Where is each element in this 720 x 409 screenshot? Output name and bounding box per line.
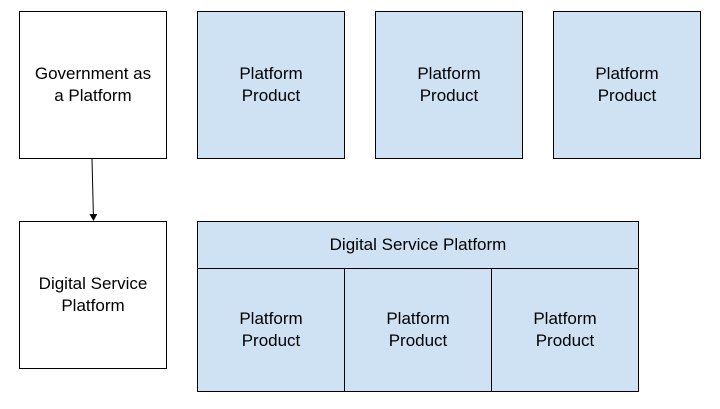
- top-platform-product-label-3: Platform Product: [595, 64, 659, 105]
- digital-service-platform-header: Digital Service Platform: [197, 221, 639, 269]
- digital-service-platform-label: Digital Service Platform: [38, 274, 148, 315]
- top-platform-product-box-2: Platform Product: [375, 11, 523, 159]
- government-as-a-platform-box: Government as a Platform: [19, 11, 167, 159]
- digital-service-platform-box: Digital Service Platform: [19, 221, 167, 369]
- bottom-platform-product-label-1: Platform Product: [239, 309, 303, 350]
- connector-line: [89, 158, 98, 221]
- top-platform-product-label-2: Platform Product: [417, 64, 481, 105]
- top-platform-product-box-3: Platform Product: [553, 11, 701, 159]
- digital-service-platform-container: Digital Service Platform Platform Produc…: [197, 221, 639, 392]
- digital-service-platform-header-label: Digital Service Platform: [329, 235, 507, 254]
- bottom-platform-product-label-3: Platform Product: [533, 309, 597, 350]
- bottom-platform-product-box-3: Platform Product: [491, 268, 639, 392]
- bottom-platform-product-box-1: Platform Product: [197, 268, 345, 392]
- top-platform-product-box-1: Platform Product: [197, 11, 345, 159]
- government-as-a-platform-label: Government as a Platform: [34, 64, 152, 105]
- bottom-platform-product-label-2: Platform Product: [386, 309, 450, 350]
- bottom-platform-product-box-2: Platform Product: [344, 268, 492, 392]
- top-platform-product-label-1: Platform Product: [239, 64, 303, 105]
